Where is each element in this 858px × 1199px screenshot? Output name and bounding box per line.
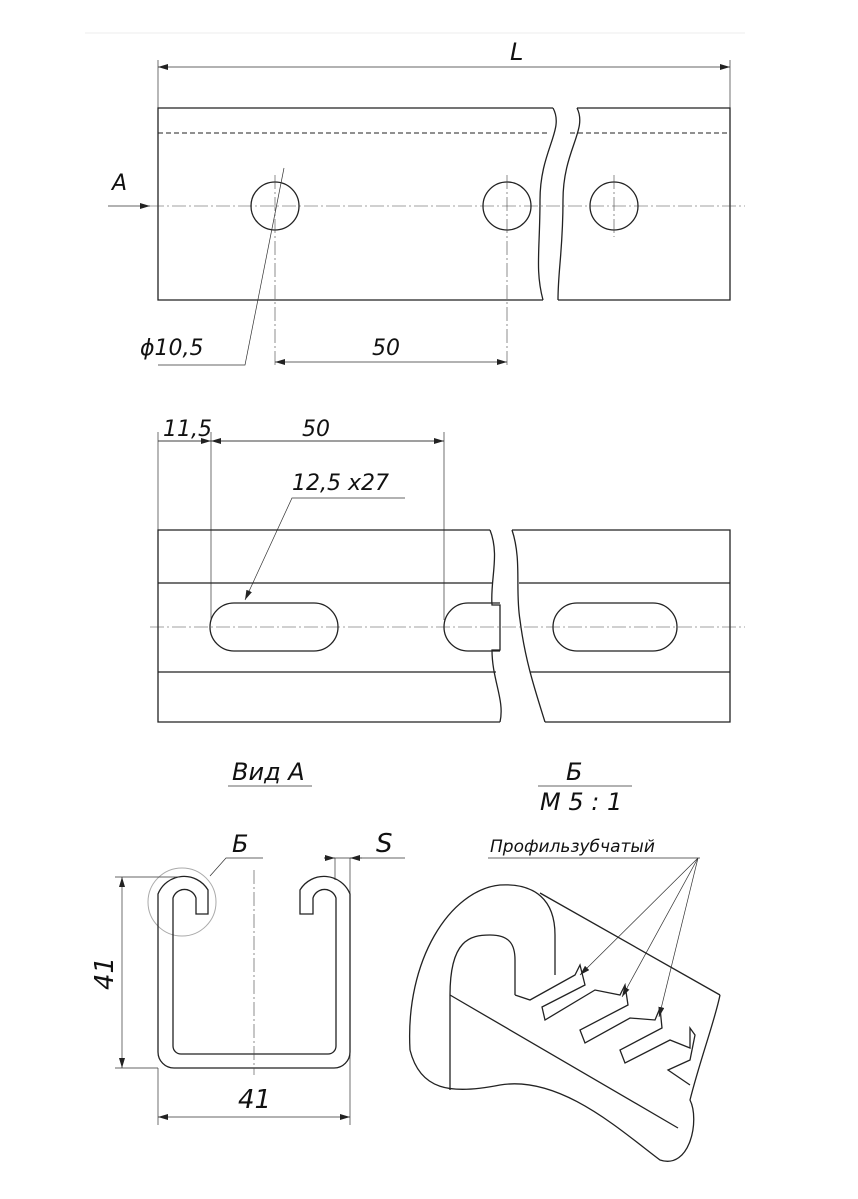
- width-label: 41: [238, 1085, 271, 1115]
- channel-left-part: [157, 107, 553, 301]
- section-view: Вид А Б S 41 41: [90, 758, 405, 1125]
- section-title: Вид А: [232, 758, 305, 786]
- detail-view: Б М 5 : 1 Профильзубчатый: [409, 758, 721, 1162]
- detail-ref: Б: [566, 758, 582, 786]
- half-slot: [443, 602, 500, 652]
- tooth-profile-note: Профильзубчатый: [490, 837, 655, 857]
- length-label: L: [510, 38, 523, 66]
- detail-circle: [147, 867, 217, 937]
- slot: [209, 602, 339, 652]
- slot-size-label: 12,5 x27: [292, 471, 389, 496]
- hole-diameter-label: ϕ10,5: [140, 336, 204, 361]
- hole-pitch-label: 50: [372, 336, 400, 361]
- channel-right-part: [558, 107, 731, 301]
- slot: [552, 602, 678, 652]
- top-view: L A ϕ10,5 50: [108, 38, 745, 366]
- thickness-label: S: [376, 829, 393, 859]
- channel-profile: [157, 875, 351, 1069]
- view-a-label: A: [110, 171, 127, 196]
- slot-pitch-label: 50: [302, 417, 330, 442]
- teeth: [514, 963, 696, 1086]
- detail-scale: М 5 : 1: [540, 788, 622, 816]
- height-label: 41: [90, 957, 120, 990]
- edge-offset-label: 11,5: [163, 417, 212, 442]
- detail-ref-label: Б: [232, 830, 248, 858]
- slot-view: 11,5 50 12,5 x27: [150, 417, 745, 723]
